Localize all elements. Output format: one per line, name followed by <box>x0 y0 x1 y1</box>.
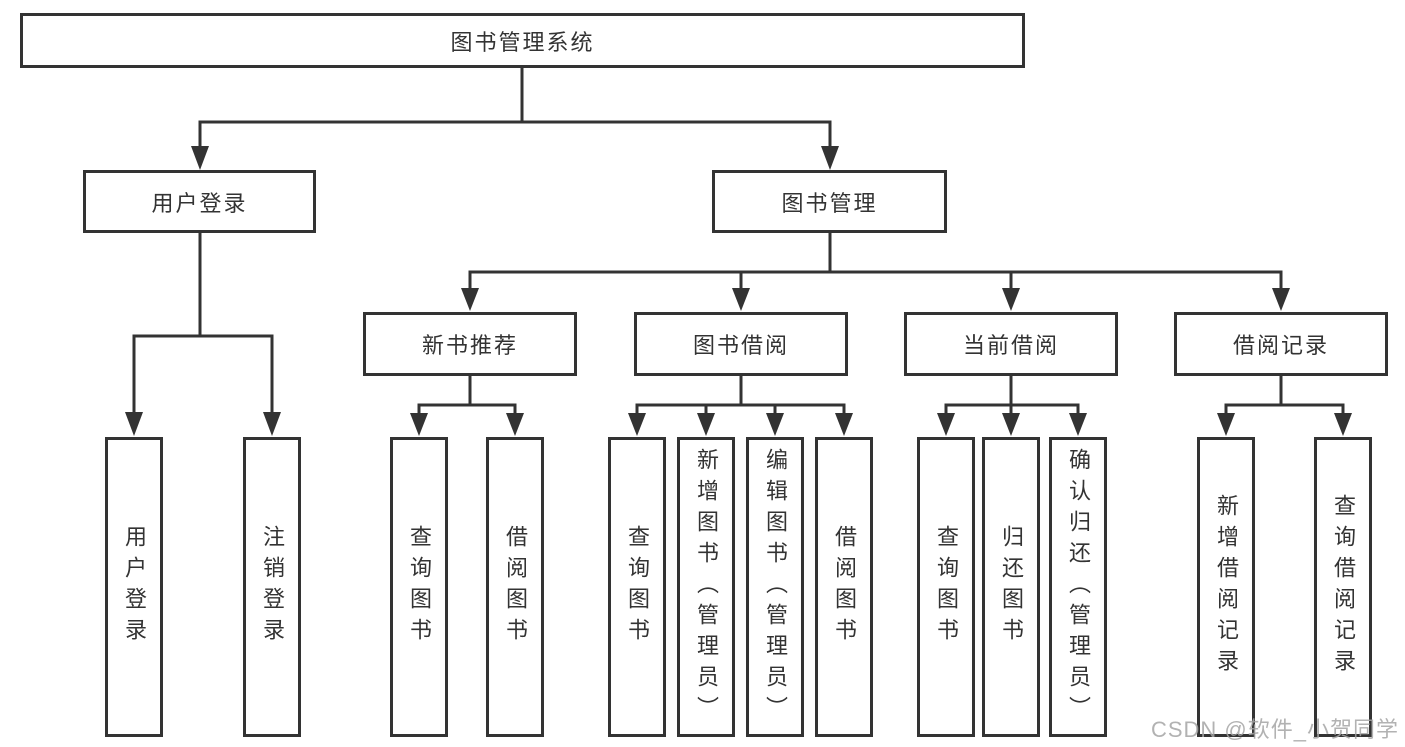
leaf-user-login: 用户登录 <box>105 437 163 737</box>
leaf-borrow-books: 借阅图书 <box>815 437 873 737</box>
csdn-watermark: CSDN @软件_小贺同学 <box>1150 717 1399 742</box>
leaf-current-query-books: 查询图书 <box>917 437 975 737</box>
leaf-recommend-query-books: 查询图书 <box>390 437 448 737</box>
leaf-logout: 注销登录 <box>243 437 301 737</box>
leaf-edit-books-admin: 编辑图书（管理员） <box>746 437 804 737</box>
leaf-add-borrow-record: 新增借阅记录 <box>1197 437 1255 737</box>
node-root-system: 图书管理系统 <box>20 13 1025 68</box>
node-book-management: 图书管理 <box>712 170 947 233</box>
node-current-borrow: 当前借阅 <box>904 312 1118 376</box>
leaf-recommend-borrow-books: 借阅图书 <box>486 437 544 737</box>
node-new-book-recommend: 新书推荐 <box>363 312 577 376</box>
leaf-add-books-admin: 新增图书（管理员） <box>677 437 735 737</box>
leaf-return-books: 归还图书 <box>982 437 1040 737</box>
arrowheads <box>125 146 1352 436</box>
node-book-borrow: 图书借阅 <box>634 312 848 376</box>
leaf-borrow-query-books: 查询图书 <box>608 437 666 737</box>
node-borrow-records: 借阅记录 <box>1174 312 1388 376</box>
leaf-confirm-return-admin: 确认归还（管理员） <box>1049 437 1107 737</box>
leaf-query-borrow-record: 查询借阅记录 <box>1314 437 1372 737</box>
node-user-login: 用户登录 <box>83 170 316 233</box>
